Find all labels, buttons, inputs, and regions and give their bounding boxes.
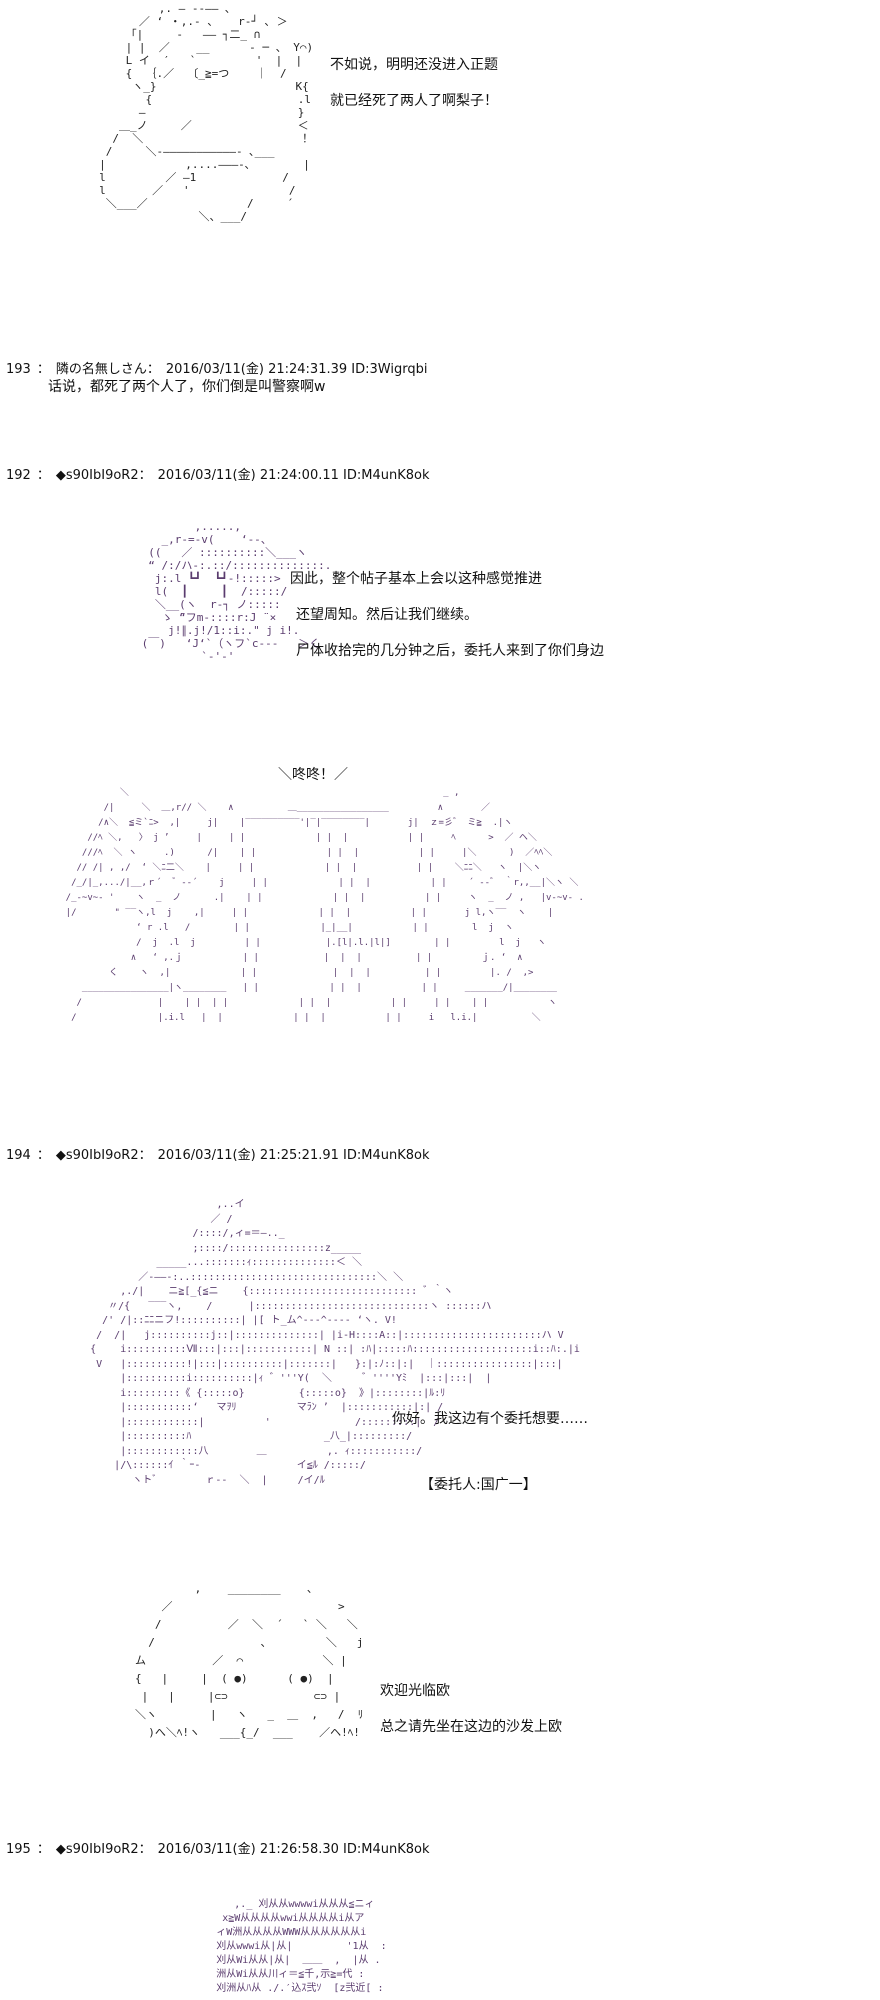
dialogue-line: 不如说，明明还没进入正题 bbox=[330, 57, 498, 73]
poster-name: 隣の名無しさん bbox=[55, 362, 147, 377]
ascii-art-client: ,..イ ／ / /::::/,ィ=＝―.._ ;::::/::::::::::… bbox=[90, 1199, 580, 1486]
character-name-tag: 【委托人:国广一】 bbox=[420, 1477, 537, 1493]
ascii-art-character-1: ,. ― ‐-―― ､ ／ ‘ ・,.‐ 、 r‐┘ ､ ＞ 「| ‐ ―― ┐… bbox=[99, 2, 314, 223]
poster-id: ID:3Wigrqbi bbox=[351, 362, 428, 377]
poster-name: ◆s90IbI9oR2 bbox=[55, 1148, 139, 1163]
ascii-art-orb-character: , ________ ､ ／ > / ／ ＼ ´ ` ＼ ＼ / ､ ＼ j ム… bbox=[134, 1582, 364, 1739]
dialogue-line: 你好。我这边有个委托想要…… bbox=[392, 1411, 588, 1427]
post-header: 193：隣の名無しさん：2016/03/11(金) 21:24:31.39 ID… bbox=[6, 362, 428, 377]
ascii-art-crowd: ,._ 刈从从wwwwi从从从≦ニィ x≧W从从从从wwi从从从从i从ア ィW洲… bbox=[216, 1899, 387, 1994]
poster-name: ◆s90IbI9oR2 bbox=[55, 468, 139, 483]
poster-id: ID:M4unK8ok bbox=[343, 1148, 430, 1163]
ascii-art-door-scene: ＼ _ , /| ＼ ＿,r// ＼ ∧ ＿_________________ … bbox=[65, 788, 584, 1023]
post-header: 194：◆s90IbI9oR2：2016/03/11(金) 21:25:21.9… bbox=[6, 1148, 430, 1163]
dialogue-line: 总之请先坐在这边的沙发上欧 bbox=[380, 1719, 562, 1735]
post-number: 195 bbox=[6, 1842, 31, 1857]
dialogue-line: 尸体收拾完的几分钟之后，委托人来到了你们身边 bbox=[296, 643, 604, 659]
post-number: 193 bbox=[6, 362, 31, 377]
post-number: 192 bbox=[6, 468, 31, 483]
poster-id: ID:M4unK8ok bbox=[343, 468, 430, 483]
post-date: 2016/03/11(金) 21:26:58.30 bbox=[157, 1842, 339, 1857]
post-number: 194 bbox=[6, 1148, 31, 1163]
post-body: 话说，都死了两个人了，你们倒是叫警察啊w bbox=[48, 379, 326, 395]
post-date: 2016/03/11(金) 21:25:21.91 bbox=[157, 1148, 339, 1163]
dialogue-line: 还望周知。然后让我们继续。 bbox=[296, 607, 478, 623]
sound-effect: ＼咚咚！／ bbox=[278, 767, 348, 783]
dialogue-line: 就已经死了两人了啊梨子！ bbox=[330, 93, 498, 109]
poster-name: ◆s90IbI9oR2 bbox=[55, 1842, 139, 1857]
post-date: 2016/03/11(金) 21:24:00.11 bbox=[157, 468, 339, 483]
ascii-art-character-2: ,....., _,r‐=‐v( ‘‐-、 (( ／ ::::::::::＼__… bbox=[141, 520, 332, 663]
dialogue-line: 欢迎光临欧 bbox=[380, 1683, 450, 1699]
post-header: 195：◆s90IbI9oR2：2016/03/11(金) 21:26:58.3… bbox=[6, 1842, 430, 1857]
poster-id: ID:M4unK8ok bbox=[343, 1842, 430, 1857]
post-date: 2016/03/11(金) 21:24:31.39 bbox=[165, 362, 348, 377]
post-header: 192：◆s90IbI9oR2：2016/03/11(金) 21:24:00.1… bbox=[6, 468, 430, 483]
dialogue-line: 因此，整个帖子基本上会以这种感觉推进 bbox=[290, 571, 542, 587]
